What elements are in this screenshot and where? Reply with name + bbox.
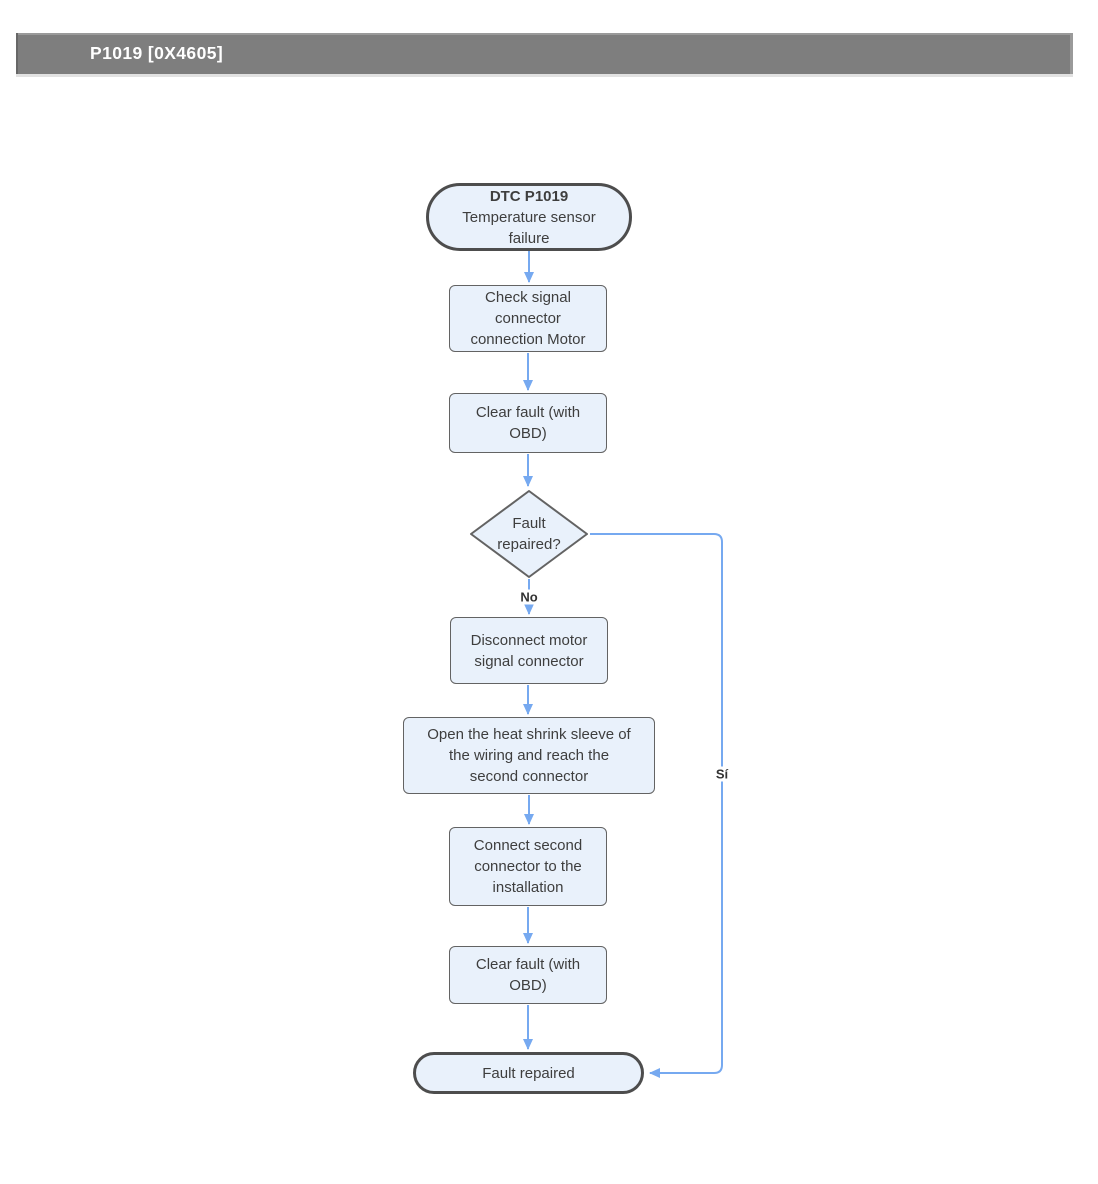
- node-end-fault-repaired: Fault repaired: [413, 1052, 644, 1094]
- node-start-subtitle: Temperature sensor failure: [462, 208, 596, 247]
- edge-label-si: Sí: [712, 766, 732, 782]
- node-start-title: DTC P1019: [489, 187, 569, 205]
- decision-diamond-shape: [470, 490, 588, 578]
- edge-label-no: No: [517, 589, 541, 605]
- node-label: Disconnect motor signal connector: [470, 631, 588, 670]
- node-label: Fault repaired?: [497, 515, 561, 553]
- node-clear-fault-obd-1: Clear fault (with OBD): [449, 393, 607, 453]
- header-bar: P1019 [0X4605]: [16, 33, 1073, 74]
- node-label: Open the heat shrink sleeve of the wirin…: [427, 726, 631, 785]
- node-connect-second-connector: Connect second connector to the installa…: [449, 827, 607, 906]
- node-clear-fault-obd-2: Clear fault (with OBD): [449, 946, 607, 1004]
- node-check-signal-connector: Check signal connector connection Motor: [449, 285, 607, 352]
- edge-decision-yes-to-end: [590, 533, 723, 1078]
- node-label: Clear fault (with OBD): [475, 956, 581, 994]
- node-label: Clear fault (with OBD): [475, 404, 581, 442]
- node-start-dtc: DTC P1019 Temperature sensor failure: [426, 183, 632, 251]
- page-title: P1019 [0X4605]: [90, 43, 224, 63]
- node-disconnect-motor-connector: Disconnect motor signal connector: [450, 617, 608, 684]
- node-decision-fault-repaired: Fault repaired?: [469, 489, 589, 579]
- node-label: Fault repaired: [482, 1064, 575, 1082]
- node-label: Check signal connector connection Motor: [470, 289, 586, 348]
- node-label: Connect second connector to the installa…: [473, 837, 583, 896]
- node-open-heat-shrink-sleeve: Open the heat shrink sleeve of the wirin…: [403, 717, 655, 794]
